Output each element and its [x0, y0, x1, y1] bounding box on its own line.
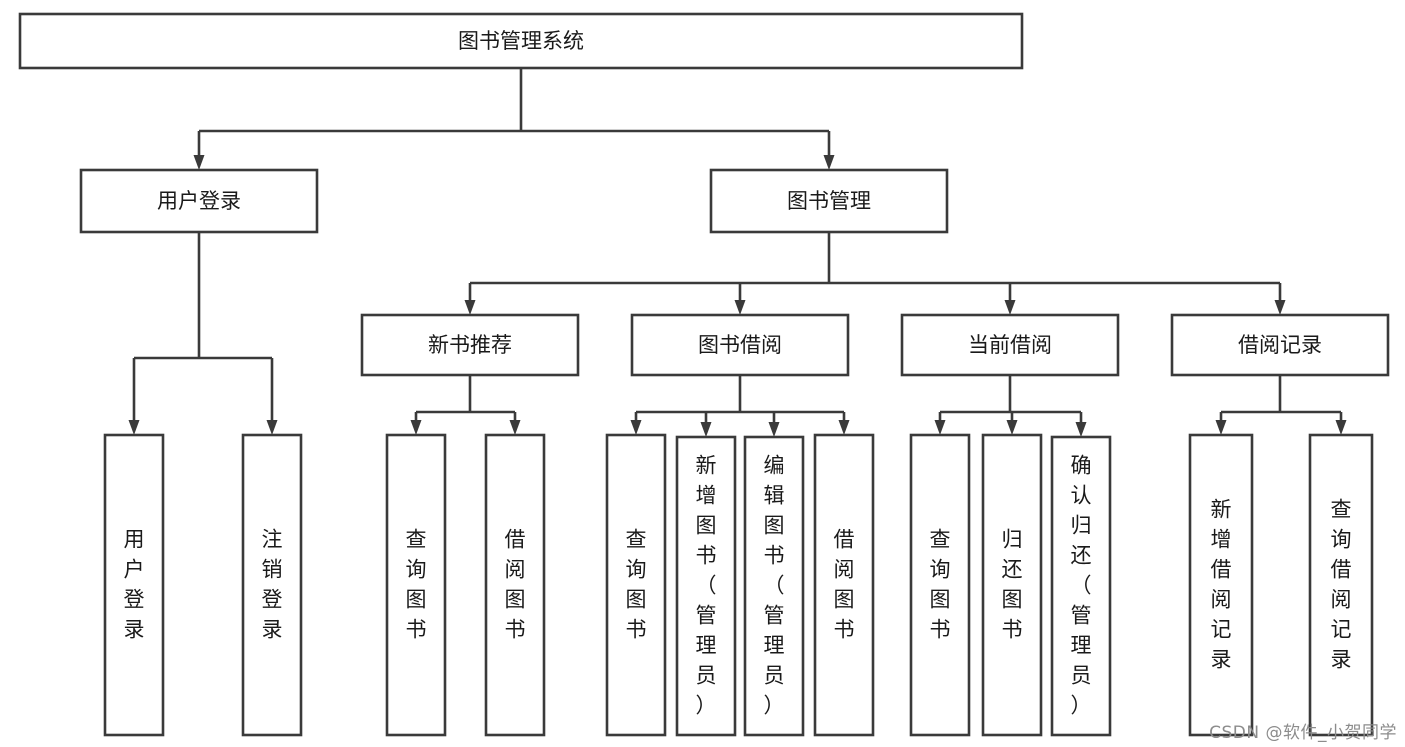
node-box-leaf-return-book[interactable]: [981, 433, 1043, 737]
node-box-leaf-confirm-return[interactable]: [1050, 435, 1112, 737]
node-label-user-login: 用户登录: [157, 189, 241, 213]
node-root[interactable]: 图书管理系统: [18, 12, 1024, 70]
node-label-book-borrow: 图书借阅: [698, 333, 782, 357]
node-leaf-confirm-return[interactable]: 确认归还（管理员）: [1050, 435, 1112, 737]
node-leaf-add-record[interactable]: 新增借阅记录: [1188, 433, 1254, 737]
node-leaf-query-book-3[interactable]: 查询图书: [909, 433, 971, 737]
node-leaf-query-book-1[interactable]: 查询图书: [385, 433, 447, 737]
node-leaf-logout[interactable]: 注销登录: [241, 433, 303, 737]
node-current-borrow[interactable]: 当前借阅: [900, 313, 1120, 377]
node-box-leaf-logout[interactable]: [241, 433, 303, 737]
node-label-leaf-borrow-book-1: 借阅图书: [505, 528, 526, 642]
node-leaf-borrow-book-2[interactable]: 借阅图书: [813, 433, 875, 737]
node-leaf-query-record[interactable]: 查询借阅记录: [1308, 433, 1374, 737]
node-label-leaf-query-book-1: 查询图书: [406, 528, 427, 642]
edge-group-new-book-rec: [410, 375, 521, 435]
node-box-new-book-rec[interactable]: [360, 313, 580, 377]
node-book-manage[interactable]: 图书管理: [709, 168, 949, 234]
node-box-book-borrow[interactable]: [630, 313, 850, 377]
node-label-leaf-query-record: 查询借阅记录: [1331, 498, 1352, 672]
node-box-root[interactable]: [18, 12, 1024, 70]
node-box-leaf-query-record[interactable]: [1308, 433, 1374, 737]
node-leaf-edit-book[interactable]: 编辑图书（管理员）: [743, 435, 805, 737]
node-label-leaf-add-record: 新增借阅记录: [1211, 498, 1232, 672]
node-box-borrow-record[interactable]: [1170, 313, 1390, 377]
node-box-leaf-user-login[interactable]: [103, 433, 165, 737]
edge-group-borrow-record: [1215, 375, 1347, 435]
node-leaf-return-book[interactable]: 归还图书: [981, 433, 1043, 737]
edge-group-user-login: [128, 232, 278, 435]
node-box-leaf-add-record[interactable]: [1188, 433, 1254, 737]
node-leaf-borrow-book-1[interactable]: 借阅图书: [484, 433, 546, 737]
node-label-leaf-confirm-return: 确认归还（管理员）: [1071, 454, 1092, 718]
node-leaf-user-login[interactable]: 用户登录: [103, 433, 165, 737]
edge-layer: [128, 68, 1347, 437]
node-box-leaf-query-book-3[interactable]: [909, 433, 971, 737]
node-label-leaf-add-book: 新增图书（管理员）: [696, 454, 717, 718]
node-label-leaf-edit-book: 编辑图书（管理员）: [764, 454, 785, 718]
node-box-leaf-borrow-book-1[interactable]: [484, 433, 546, 737]
node-box-user-login[interactable]: [79, 168, 319, 234]
edge-group-root: [193, 68, 835, 170]
node-user-login[interactable]: 用户登录: [79, 168, 319, 234]
node-label-leaf-query-book-2: 查询图书: [626, 528, 647, 642]
node-box-leaf-edit-book[interactable]: [743, 435, 805, 737]
node-box-leaf-borrow-book-2[interactable]: [813, 433, 875, 737]
node-layer: 图书管理系统用户登录图书管理新书推荐图书借阅当前借阅借阅记录用户登录注销登录查询…: [18, 12, 1390, 737]
edge-group-current-borrow: [934, 375, 1087, 437]
edge-group-book-borrow: [630, 375, 850, 437]
node-label-current-borrow: 当前借阅: [968, 333, 1052, 357]
node-book-borrow[interactable]: 图书借阅: [630, 313, 850, 377]
edge-group-book-manage: [464, 232, 1286, 315]
node-label-leaf-return-book: 归还图书: [1002, 528, 1023, 642]
node-box-leaf-query-book-2[interactable]: [605, 433, 667, 737]
node-label-root: 图书管理系统: [458, 29, 584, 53]
node-leaf-query-book-2[interactable]: 查询图书: [605, 433, 667, 737]
node-label-new-book-rec: 新书推荐: [428, 333, 512, 357]
node-box-book-manage[interactable]: [709, 168, 949, 234]
node-leaf-add-book[interactable]: 新增图书（管理员）: [675, 435, 737, 737]
node-box-current-borrow[interactable]: [900, 313, 1120, 377]
node-box-leaf-query-book-1[interactable]: [385, 433, 447, 737]
node-label-leaf-borrow-book-2: 借阅图书: [834, 528, 855, 642]
node-new-book-rec[interactable]: 新书推荐: [360, 313, 580, 377]
node-label-leaf-query-book-3: 查询图书: [930, 528, 951, 642]
node-label-book-manage: 图书管理: [787, 189, 871, 213]
node-label-borrow-record: 借阅记录: [1238, 333, 1322, 357]
node-label-leaf-user-login: 用户登录: [124, 528, 145, 642]
node-box-leaf-add-book[interactable]: [675, 435, 737, 737]
node-borrow-record[interactable]: 借阅记录: [1170, 313, 1390, 377]
node-label-leaf-logout: 注销登录: [262, 528, 283, 642]
